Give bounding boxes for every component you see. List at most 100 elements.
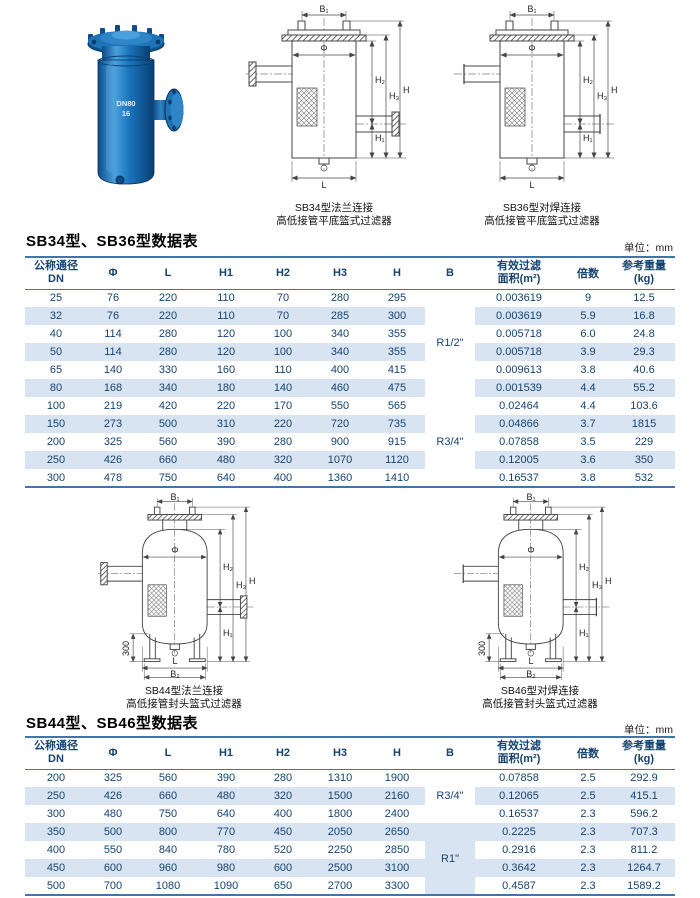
dim-label-h2: H₂ xyxy=(375,75,385,85)
table-cell: 285 xyxy=(330,310,350,322)
table-cell: 2050 xyxy=(327,826,353,838)
table-cell: 1080 xyxy=(155,879,181,892)
table-cell: 0.16537 xyxy=(499,471,539,484)
caption-line: SB36型对焊连接 xyxy=(502,202,582,214)
table-cell: 2250 xyxy=(327,844,353,856)
col-header-phi: Φ xyxy=(87,257,139,290)
table-cell: 40.6 xyxy=(633,364,655,376)
table-cell: 735 xyxy=(387,418,407,430)
table-cell: 800 xyxy=(158,826,178,838)
dim-label-l: L xyxy=(528,656,534,666)
table-cell: 150 xyxy=(46,418,66,430)
table-cell: 750 xyxy=(158,808,178,820)
table-cell: 2850 xyxy=(384,844,410,856)
table-cell: 2.5 xyxy=(580,790,596,802)
dim-label-leg-300: 300 xyxy=(121,640,131,656)
table-cell: 500 xyxy=(103,826,123,838)
b-group-cell: R1/2" xyxy=(436,337,464,350)
table-cell: 220 xyxy=(158,310,178,322)
table-cell: 70 xyxy=(276,292,290,305)
col-header-area: 有效过滤面积(m²) xyxy=(475,737,563,770)
table-cell: 0.005718 xyxy=(496,346,542,358)
dim-label-h3: H₃ xyxy=(597,91,608,101)
table-cell: 0.07858 xyxy=(499,772,539,785)
table-cell: 3.8 xyxy=(580,471,596,484)
table-cell: 29.3 xyxy=(633,346,655,358)
table-cell: 1900 xyxy=(384,772,410,785)
section-title-sb34-sb36: SB34型、SB36型数据表 xyxy=(26,233,199,250)
col-header-area: 有效过滤面积(m²) xyxy=(475,257,563,290)
section-title-sb44-sb46: SB44型、SB46型数据表 xyxy=(26,715,199,732)
table-cell: 3.5 xyxy=(580,436,596,448)
table-cell: 280 xyxy=(158,328,178,340)
diagram-caption: SB36型对焊连接 高低接管平底篮式过滤器 xyxy=(452,202,632,228)
table-cell: 600 xyxy=(103,862,123,874)
dim-label-h1: H₁ xyxy=(223,628,233,638)
diagram-caption: SB34型法兰连接 高低接管平底篮式过滤器 xyxy=(244,202,424,228)
table-cell: 0.02464 xyxy=(499,400,539,412)
table-cell: 707.3 xyxy=(630,826,658,838)
dim-label-b2: B₂ xyxy=(526,669,536,679)
table-cell: 400 xyxy=(273,808,293,820)
table-cell: 1410 xyxy=(384,471,410,484)
nameplate-dn: DN80 xyxy=(116,99,136,108)
table-cell: 320 xyxy=(273,454,293,466)
table-cell: 415 xyxy=(387,364,407,376)
table-cell: 103.6 xyxy=(630,400,658,412)
table-cell: 16.8 xyxy=(633,310,655,322)
table-cell: 596.2 xyxy=(630,808,658,820)
table-cell: 0.12065 xyxy=(499,790,539,802)
table-cell: 1589.2 xyxy=(627,879,661,892)
table-cell: 640 xyxy=(216,471,236,484)
table-cell: 325 xyxy=(103,436,123,448)
table-cell: 1264.7 xyxy=(627,862,661,874)
table-cell: 12.5 xyxy=(633,292,655,305)
dim-label-h3: H₃ xyxy=(236,580,247,590)
table-cell: 2.3 xyxy=(580,808,596,820)
diagram-caption: SB44型法兰连接 高低接管封头篮式过滤器 xyxy=(96,685,272,711)
dim-label-h1: H₁ xyxy=(579,628,589,638)
unit-label: 单位：mm xyxy=(624,724,673,736)
table-cell: 250 xyxy=(46,454,66,466)
table-cell: 5.9 xyxy=(580,310,596,322)
table-cell: 180 xyxy=(216,382,236,394)
table-cell: 475 xyxy=(387,382,407,394)
table-cell: 350 xyxy=(634,454,654,466)
table-cell: 0.003619 xyxy=(496,310,542,322)
table-cell: 3100 xyxy=(384,862,410,874)
table-cell: 355 xyxy=(387,328,407,340)
table-cell: 220 xyxy=(216,400,236,412)
table-cell: 140 xyxy=(103,364,123,376)
table-cell: 2.3 xyxy=(580,862,596,874)
table-cell: 811.2 xyxy=(630,844,658,856)
table-cell: 340 xyxy=(330,328,350,340)
table-cell: 520 xyxy=(273,844,293,856)
table-cell: 1070 xyxy=(327,454,353,466)
table-cell: 532 xyxy=(634,471,654,484)
table-cell: 273 xyxy=(103,418,123,430)
caption-line: SB44型法兰连接 xyxy=(144,685,224,697)
table-cell: 120 xyxy=(216,346,236,358)
table-cell: 200 xyxy=(46,436,66,448)
dim-label-l: L xyxy=(321,180,327,190)
table-cell: 0.3642 xyxy=(502,862,536,874)
table-cell: 140 xyxy=(273,382,293,394)
caption-line: SB46型对焊连接 xyxy=(500,685,580,697)
table-cell: 3300 xyxy=(384,879,410,892)
table-cell: 0.4587 xyxy=(502,879,536,892)
table-cell: 480 xyxy=(216,790,236,802)
table-cell: 0.001539 xyxy=(496,382,542,394)
table-cell: 250 xyxy=(46,790,66,802)
col-header-h: H xyxy=(369,737,425,770)
